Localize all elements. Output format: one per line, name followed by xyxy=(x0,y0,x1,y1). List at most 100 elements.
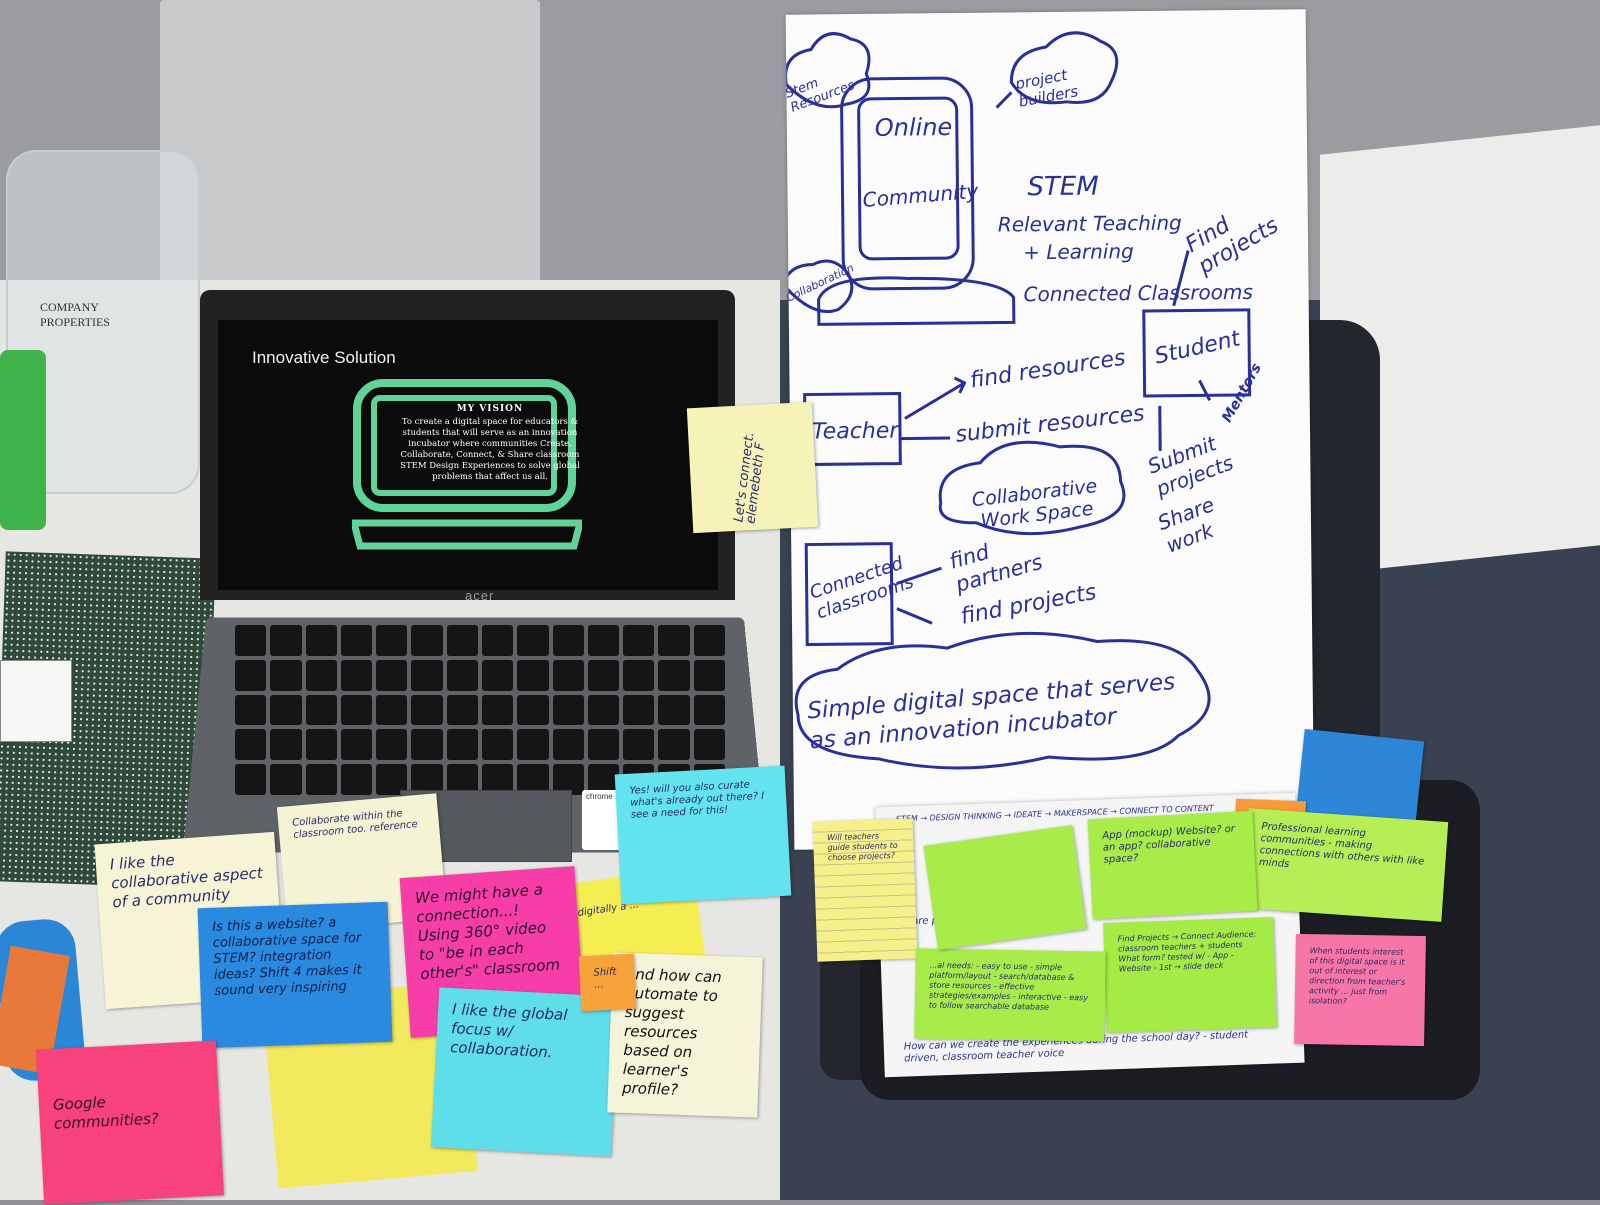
keyboard-key[interactable] xyxy=(447,695,478,726)
chrome-sticker-text: chrome xyxy=(586,792,613,801)
keyboard-key[interactable] xyxy=(235,625,266,656)
poster-connected-classrooms-top: Connected Classrooms xyxy=(1023,280,1253,306)
keyboard-key[interactable] xyxy=(623,660,654,691)
keyboard-key[interactable] xyxy=(482,695,513,726)
keyboard-key[interactable] xyxy=(447,625,478,656)
keyboard-key[interactable] xyxy=(306,625,337,656)
note-text: I like the collaborative aspect of a com… xyxy=(109,851,263,911)
note-text: We might have a connection...! Using 360… xyxy=(414,880,560,983)
sticky-note-pink-right: When students interest of this digital s… xyxy=(1294,934,1426,1046)
keyboard-key[interactable] xyxy=(376,625,407,656)
slide-title: Innovative Solution xyxy=(252,348,396,368)
keyboard-key[interactable] xyxy=(270,660,301,691)
keyboard-key[interactable] xyxy=(658,625,689,656)
vision-heading: MY VISION xyxy=(400,404,580,415)
keyboard-key[interactable] xyxy=(482,729,513,760)
keyboard-key[interactable] xyxy=(694,729,725,760)
green-bottle xyxy=(0,350,46,530)
keyboard-key[interactable] xyxy=(376,695,407,726)
keyboard-key[interactable] xyxy=(517,695,548,726)
keyboard-key[interactable] xyxy=(306,660,337,691)
note-text: Is this a website? a collaborative space… xyxy=(212,916,362,999)
arrow-2 xyxy=(900,438,950,439)
arrow-7 xyxy=(1199,380,1209,400)
keyboard-key[interactable] xyxy=(553,729,584,760)
keyboard-key[interactable] xyxy=(694,660,725,691)
keyboard-key[interactable] xyxy=(270,695,301,726)
keyboard-key[interactable] xyxy=(482,660,513,691)
keyboard-key[interactable] xyxy=(447,729,478,760)
keyboard-key[interactable] xyxy=(658,660,689,691)
keyboard-key[interactable] xyxy=(306,695,337,726)
sticky-note-is-this-website: Is this a website? a collaborative space… xyxy=(198,902,393,1049)
keyboard-key[interactable] xyxy=(341,625,372,656)
keyboard-key[interactable] xyxy=(376,729,407,760)
keyboard-key[interactable] xyxy=(482,625,513,656)
keyboard-key[interactable] xyxy=(623,625,654,656)
sticky-note-app-mockup: App (mockup) Website? or an app? collabo… xyxy=(1087,811,1257,919)
keyboard-key[interactable] xyxy=(235,764,266,795)
note-text: Shift ... xyxy=(593,967,616,991)
note-text: Professional learning communities - maki… xyxy=(1259,821,1425,870)
keyboard-key[interactable] xyxy=(517,625,548,656)
laptop-brand: acer xyxy=(465,588,494,603)
vision-body: To create a digital space for educators … xyxy=(400,417,580,482)
note-text: Collaborate within the classroom too. re… xyxy=(292,808,418,841)
arrow-8 xyxy=(996,92,1011,107)
sticky-note-needs: ...al needs: - easy to use - simple plat… xyxy=(914,948,1106,1041)
keyboard-key[interactable] xyxy=(553,695,584,726)
keyboard-key[interactable] xyxy=(341,764,372,795)
vision-text: MY VISION To create a digital space for … xyxy=(400,404,580,483)
sticky-note-sketch xyxy=(923,825,1086,950)
keyboard-key[interactable] xyxy=(411,729,442,760)
keyboard-key[interactable] xyxy=(341,729,372,760)
sticky-note-lets-connect: Let's connect. elemebeth F xyxy=(687,402,818,533)
sticky-note-yes-will-you: Yes! will you also curate what's already… xyxy=(615,766,792,905)
sticky-note-blue-right xyxy=(1296,729,1424,826)
keyboard-key[interactable] xyxy=(270,625,301,656)
poster-stem: STEM xyxy=(1027,171,1099,202)
keyboard-key[interactable] xyxy=(658,695,689,726)
bottle-label: COMPANY PROPERTIES xyxy=(40,300,160,330)
keyboard-key[interactable] xyxy=(270,764,301,795)
keyboard-key[interactable] xyxy=(517,729,548,760)
poster-online: Online xyxy=(875,113,953,142)
keyboard[interactable] xyxy=(235,625,725,795)
keyboard-key[interactable] xyxy=(553,625,584,656)
keyboard-key[interactable] xyxy=(411,660,442,691)
keyboard-key[interactable] xyxy=(623,695,654,726)
keyboard-key[interactable] xyxy=(376,660,407,691)
arrow-4 xyxy=(897,608,932,623)
keyboard-key[interactable] xyxy=(270,729,301,760)
keyboard-key[interactable] xyxy=(658,729,689,760)
note-text: Yes! will you also curate what's already… xyxy=(629,779,764,820)
sticky-note-will-teachers: Will teachers guide students to choose p… xyxy=(813,818,918,961)
keyboard-key[interactable] xyxy=(341,695,372,726)
keyboard-key[interactable] xyxy=(517,660,548,691)
keyboard-key[interactable] xyxy=(588,660,619,691)
keyboard-key[interactable] xyxy=(623,729,654,760)
keyboard-key[interactable] xyxy=(411,695,442,726)
note-text: Will teachers guide students to choose p… xyxy=(827,831,898,862)
keyboard-key[interactable] xyxy=(588,729,619,760)
keyboard-key[interactable] xyxy=(588,625,619,656)
keyboard-key[interactable] xyxy=(235,729,266,760)
keyboard-key[interactable] xyxy=(306,729,337,760)
keyboard-key[interactable] xyxy=(306,764,337,795)
note-text: I like the global focus w/ collaboration… xyxy=(450,1000,568,1061)
keyboard-key[interactable] xyxy=(235,660,266,691)
note-text: Let's connect. elemebeth F xyxy=(733,412,770,524)
sticky-note-google-communities: Google communities? xyxy=(36,1040,224,1204)
poster-relevant-teaching: Relevant Teaching xyxy=(998,211,1182,237)
keyboard-key[interactable] xyxy=(235,695,266,726)
keyboard-key[interactable] xyxy=(553,660,584,691)
keyboard-key[interactable] xyxy=(447,660,478,691)
sticky-note-professional: Professional learning communities - maki… xyxy=(1242,808,1448,922)
keyboard-key[interactable] xyxy=(341,660,372,691)
keyboard-key[interactable] xyxy=(411,625,442,656)
note-text: ...al needs: - easy to use - simple plat… xyxy=(929,961,1088,1012)
keyboard-key[interactable] xyxy=(694,695,725,726)
keyboard-key[interactable] xyxy=(588,695,619,726)
sticky-note-find-projects: Find Projects → Connect Audience: classr… xyxy=(1103,917,1277,1033)
keyboard-key[interactable] xyxy=(694,625,725,656)
